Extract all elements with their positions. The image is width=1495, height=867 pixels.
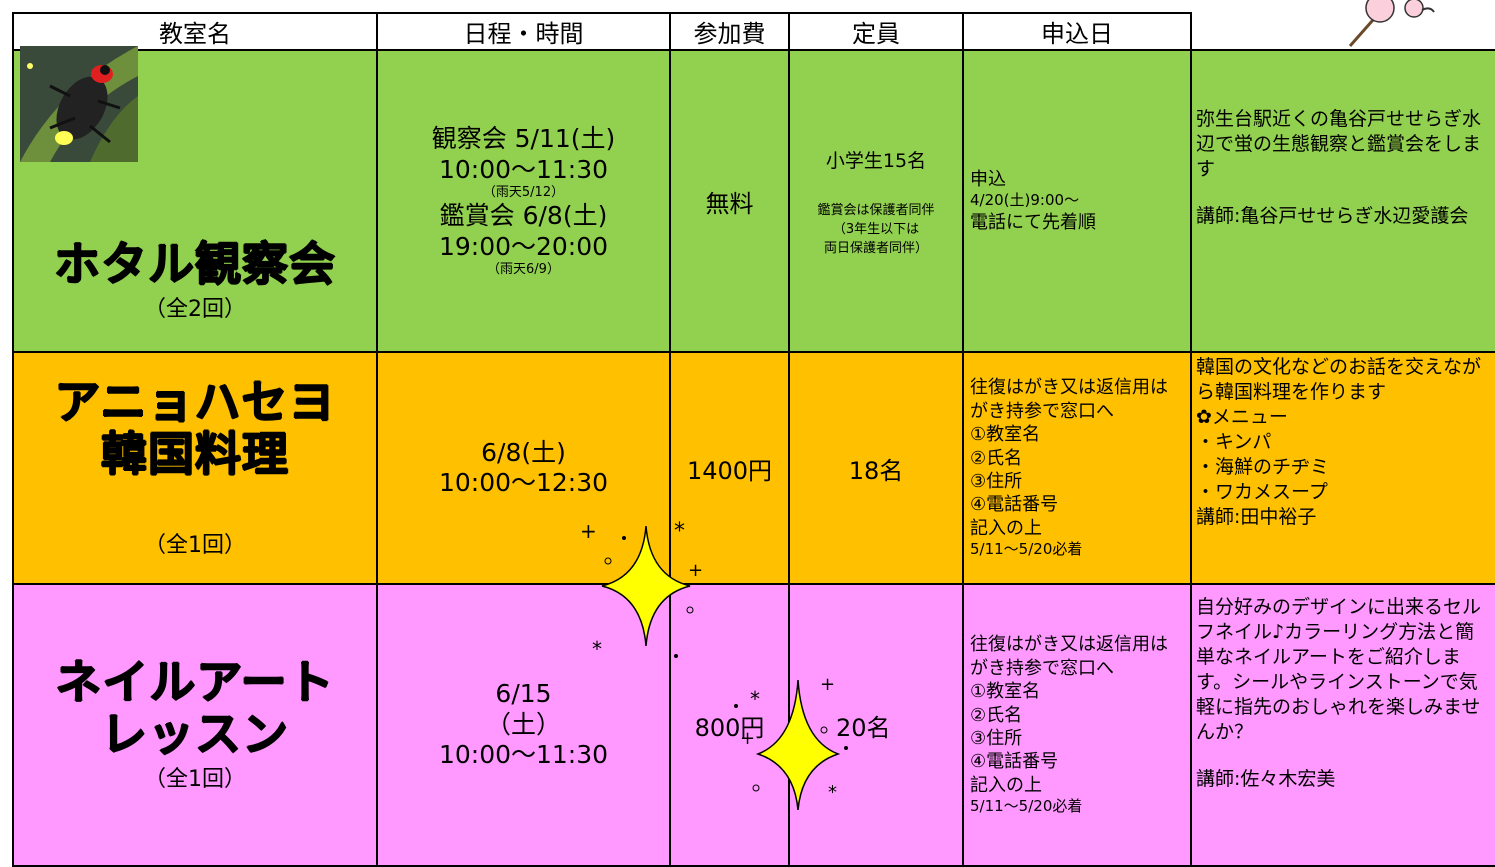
header-row: 教室名 日程・時間 参加費 定員 申込日 xyxy=(12,12,1495,51)
apply-line: ①教室名 xyxy=(970,681,1041,703)
capacity-cell: 小学生15名 鑑賞会は保護者同伴 （3年生以下は 両日保護者同伴） xyxy=(788,49,964,353)
header-schedule: 日程・時間 xyxy=(376,12,671,51)
description-text: 自分好みのデザインに出来るセルフネイル♪カラーリング方法と簡単なネイルアートをご… xyxy=(1196,596,1482,744)
class-sessions: （全1回） xyxy=(144,766,246,792)
class-title: レッスン xyxy=(101,707,289,761)
apply-line: 往復はがき又は返信用はがき持参で窓口へ xyxy=(970,377,1168,422)
description-cell: 自分好みのデザインに出来るセルフネイル♪カラーリング方法と簡単なネイルアートをご… xyxy=(1190,583,1495,867)
schedule-line: 10:00～11:30 xyxy=(438,154,609,184)
class-title: アニョハセヨ xyxy=(54,375,336,430)
schedule-line: 19:00～20:00 xyxy=(438,231,609,261)
apply-line: 5/11～5/20必着 xyxy=(970,540,1083,559)
class-name-cell: ネイルアート レッスン （全1回） xyxy=(12,583,378,867)
fee-cell: 無料 xyxy=(669,49,790,353)
apply-cell: 往復はがき又は返信用はがき持参で窓口へ ①教室名 ②氏名 ③住所 ④電話番号 記… xyxy=(962,351,1192,585)
schedule-line: 10:00～12:30 xyxy=(438,468,609,497)
menu-heading: ✿メニュー xyxy=(1196,406,1288,429)
schedule-line: 鑑賞会 6/8(土) xyxy=(439,201,608,230)
apply-cell: 申込 4/20(土)9:00～ 電話にて先着順 xyxy=(962,49,1192,353)
capacity-main: 小学生15名 xyxy=(825,150,927,172)
apply-line: 4/20(土)9:00～ xyxy=(970,191,1080,210)
apply-line: ②氏名 xyxy=(970,704,1023,726)
capacity-cell: 18名 xyxy=(788,351,964,585)
class-title: 韓国料理 xyxy=(101,427,289,481)
instructor-text: 講師:田中裕子 xyxy=(1196,506,1317,529)
description-cell: 弥生台駅近くの亀谷戸せせらぎ水辺で蛍の生態観察と鑑賞会をします 講師:亀谷戸せせ… xyxy=(1190,49,1495,353)
fee-cell: 800円 xyxy=(669,583,790,867)
class-name-cell: ホタル観察会 （全2回） xyxy=(12,49,378,353)
schedule-line: 10:00～11:30 xyxy=(438,740,609,770)
apply-line: 記入の上 xyxy=(970,517,1042,539)
description-text: 弥生台駅近くの亀谷戸せせらぎ水辺で蛍の生態観察と鑑賞会をします xyxy=(1196,108,1482,181)
apply-line: 5/11～5/20必着 xyxy=(970,797,1083,816)
table-row: ホタル観察会 （全2回） 観察会 5/11(土) 10:00～11:30 （雨天… xyxy=(12,49,1495,353)
schedule-line: 6/8(土) xyxy=(481,437,566,467)
class-sessions: （全1回） xyxy=(144,532,246,558)
table-row: アニョハセヨ 韓国料理 （全1回） 6/8(土) 10:00～12:30 140… xyxy=(12,351,1495,585)
cherry-blossom-icon xyxy=(1348,0,1435,47)
menu-item: ・海鮮のチヂミ xyxy=(1196,456,1330,479)
description-text: 韓国の文化などのお話を交えながら韓国料理を作ります xyxy=(1196,356,1482,404)
schedule-line: （雨天6/9） xyxy=(487,262,560,277)
schedule-line: 6/15 xyxy=(495,679,552,709)
header-blank xyxy=(1190,12,1495,51)
schedule-line: 観察会 5/11(土) xyxy=(431,124,616,154)
apply-line: ③住所 xyxy=(970,727,1023,749)
apply-line: 申込 xyxy=(970,168,1006,190)
apply-line: ④電話番号 xyxy=(970,751,1059,773)
header-class-name: 教室名 xyxy=(12,12,378,51)
capacity-note: 両日保護者同伴） xyxy=(823,241,928,256)
apply-cell: 往復はがき又は返信用はがき持参で窓口へ ①教室名 ②氏名 ③住所 ④電話番号 記… xyxy=(962,583,1192,867)
class-title: ネイルアート xyxy=(55,655,335,710)
capacity-note: （3年生以下は xyxy=(832,222,920,237)
schedule-cell: 6/15 （土） 10:00～11:30 xyxy=(376,583,671,867)
fee-cell: 1400円 xyxy=(669,351,790,585)
apply-line: ④電話番号 xyxy=(970,494,1059,516)
table-row: ネイルアート レッスン （全1回） 6/15 （土） 10:00～11:30 8… xyxy=(12,583,1495,867)
schedule-line: （雨天5/12） xyxy=(482,185,565,201)
instructor-text: 講師:亀谷戸せせらぎ水辺愛護会 xyxy=(1196,205,1469,228)
apply-line: ①教室名 xyxy=(970,424,1041,446)
apply-line: 記入の上 xyxy=(970,774,1042,796)
class-title: ホタル観察会 xyxy=(54,237,336,292)
header-apply-date: 申込日 xyxy=(962,12,1192,51)
apply-line: ②氏名 xyxy=(970,447,1023,469)
apply-line: 電話にて先着順 xyxy=(970,211,1096,233)
class-name-cell: アニョハセヨ 韓国料理 （全1回） xyxy=(12,351,378,585)
menu-item: ・キンパ xyxy=(1196,431,1272,454)
menu-item: ・ワカメスープ xyxy=(1196,481,1328,504)
schedule-cell: 観察会 5/11(土) 10:00～11:30 （雨天5/12） 鑑賞会 6/8… xyxy=(376,49,671,353)
apply-line: 往復はがき又は返信用はがき持参で窓口へ xyxy=(970,634,1168,679)
apply-line: ③住所 xyxy=(970,470,1023,492)
firefly-illustration-icon xyxy=(20,46,138,162)
description-cell: 韓国の文化などのお話を交えながら韓国料理を作ります ✿メニュー ・キンパ ・海鮮… xyxy=(1190,351,1495,585)
schedule-cell: 6/8(土) 10:00～12:30 xyxy=(376,351,671,585)
capacity-cell: 20名 xyxy=(788,583,964,867)
header-capacity: 定員 xyxy=(788,12,964,51)
capacity-note: 鑑賞会は保護者同伴 xyxy=(817,203,935,218)
class-sessions: （全2回） xyxy=(144,297,246,322)
schedule-line: （土） xyxy=(485,709,561,739)
header-fee: 参加費 xyxy=(669,12,790,51)
instructor-text: 講師:佐々木宏美 xyxy=(1196,768,1336,791)
class-schedule-table: 教室名 日程・時間 参加費 定員 申込日 ホタル観察会 （全2回） 観察会 5/… xyxy=(12,12,1495,867)
